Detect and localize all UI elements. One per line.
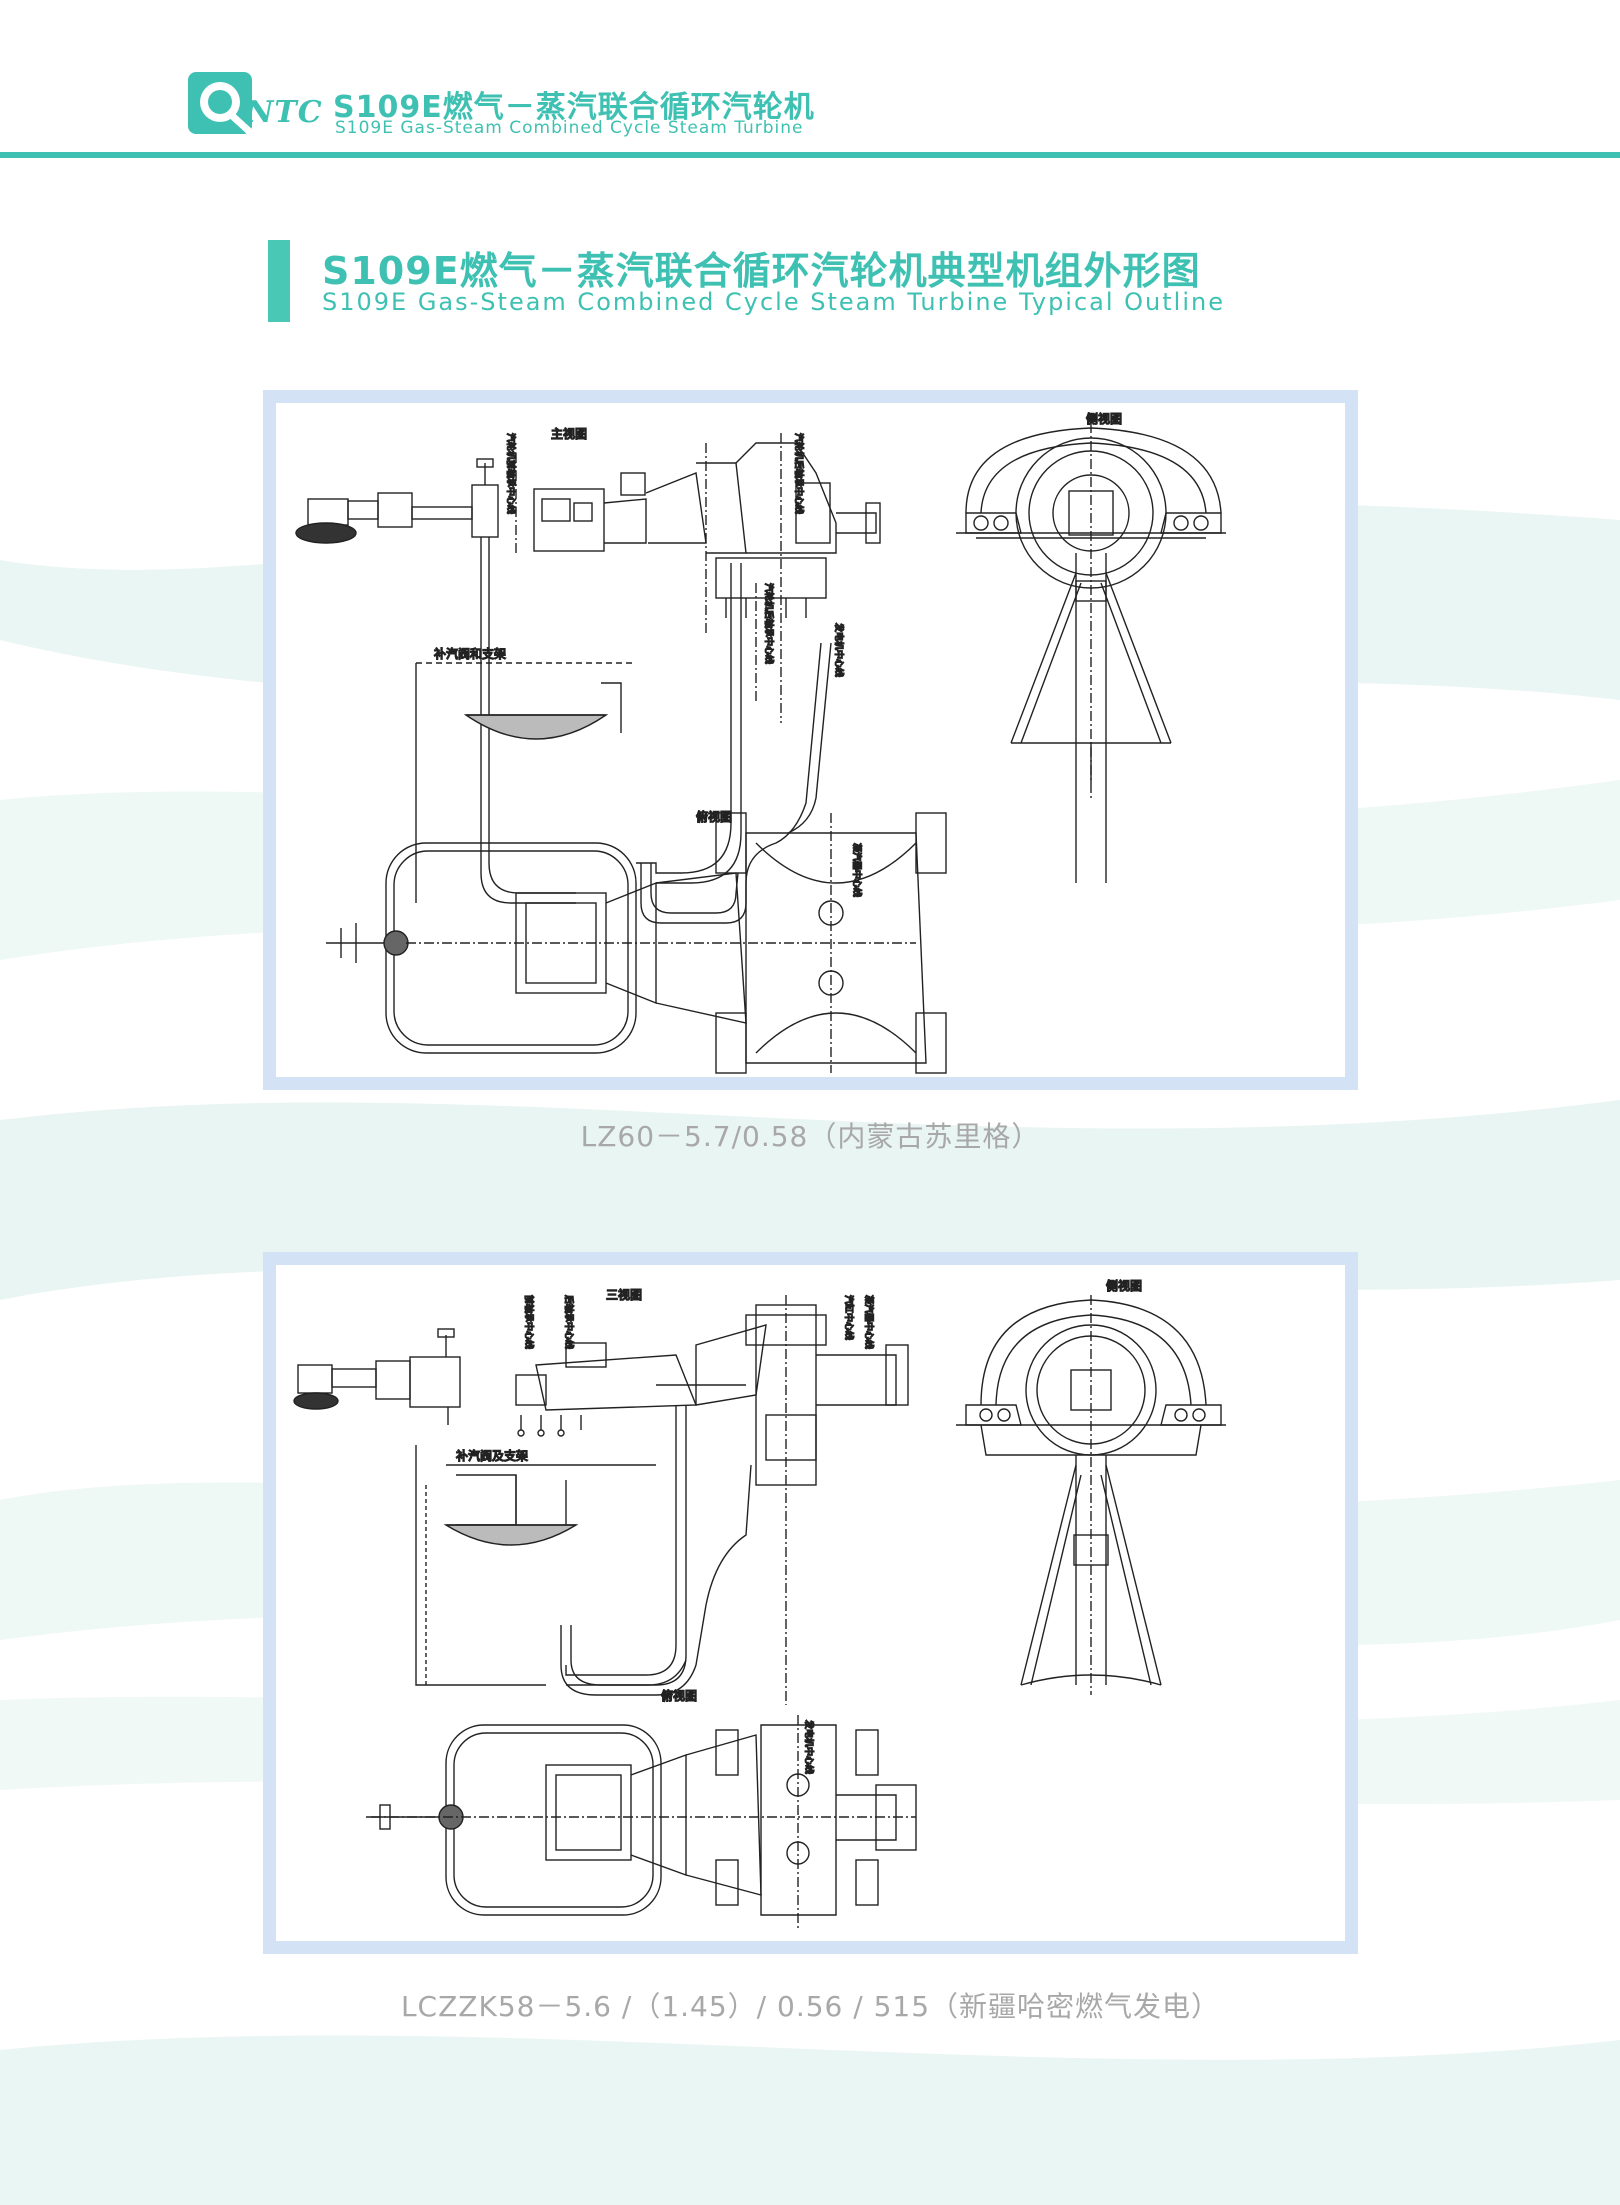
section-title-en: S109E Gas-Steam Combined Cycle Steam Tur… (322, 288, 1225, 316)
drawing-frame-1: 主视图 补汽阀和支架 汽轮机前轴承中心线 汽轮机后轴承中心线 发电机中心线 汽轮… (263, 390, 1358, 1090)
label-vertical-5: 凝汽器中心线 (851, 843, 863, 897)
top-view-1: 俯视图 凝汽器中心线 (326, 808, 947, 1074)
page-header: NTC S109E燃气－蒸汽联合循环汽轮机 S109E Gas-Steam Co… (0, 0, 1620, 170)
main-view-1: 主视图 补汽阀和支架 汽轮机前轴承中心线 汽轮机后轴承中心线 发电机中心线 汽轮… (295, 425, 881, 924)
label-vertical-2b: 后轴承中心线 (563, 1295, 575, 1349)
ntc-logo-icon (188, 72, 253, 135)
label-vertical-1: 汽轮机前轴承中心线 (505, 433, 517, 514)
outline-drawing-2: 三视图 补汽阀及支架 前轴承中心线 后轴承中心线 汽缸中心线 凝汽器中心线 侧视… (293, 1277, 1226, 1930)
label-vertical-3b: 汽缸中心线 (843, 1295, 855, 1340)
side-view-1: 侧视图 (956, 410, 1226, 883)
header-title-cn: S109E燃气－蒸汽联合循环汽轮机 (333, 90, 815, 125)
label-vertical-2: 汽轮机后轴承中心线 (793, 433, 805, 514)
label-side-view-2: 侧视图 (1106, 1278, 1142, 1293)
label-vertical-4b: 凝汽器中心线 (863, 1295, 875, 1349)
main-view-2: 三视图 补汽阀及支架 前轴承中心线 后轴承中心线 汽缸中心线 凝汽器中心线 (293, 1286, 909, 1705)
title-accent-bar (268, 240, 290, 322)
label-pipe-support-2: 补汽阀及支架 (456, 1448, 528, 1463)
label-top-view: 俯视图 (696, 809, 732, 824)
label-top-view-2: 俯视图 (661, 1688, 697, 1703)
drawing-caption-2: LCZZK58－5.6 /（1.45）/ 0.56 / 515（新疆哈密燃气发电… (400, 1990, 1221, 2023)
label-pipe-support: 补汽阀和支架 (434, 646, 506, 661)
drawing-caption-1: LZ60－5.7/0.58（内蒙古苏里格） (580, 1120, 1041, 1153)
label-vertical-5b: 发电机中心线 (803, 1720, 815, 1774)
header-rule (0, 152, 1620, 158)
label-vertical-4: 汽轮机后轴承中心线 (763, 583, 775, 664)
top-view-2: 俯视图 发电机中心线 (366, 1687, 917, 1930)
header-title-en: S109E Gas-Steam Combined Cycle Steam Tur… (335, 118, 804, 138)
outline-drawing-1: 主视图 补汽阀和支架 汽轮机前轴承中心线 汽轮机后轴承中心线 发电机中心线 汽轮… (295, 410, 1226, 1074)
section-title-cn: S109E燃气－蒸汽联合循环汽轮机典型机组外形图 (322, 249, 1201, 293)
label-vertical-1b: 前轴承中心线 (523, 1295, 535, 1349)
label-vertical-3: 发电机中心线 (833, 623, 845, 677)
logo-text: NTC (246, 95, 323, 130)
side-view-2: 侧视图 (956, 1277, 1226, 1695)
drawing-frame-2: 三视图 补汽阀及支架 前轴承中心线 后轴承中心线 汽缸中心线 凝汽器中心线 侧视… (263, 1252, 1358, 1954)
label-main-view-2: 三视图 (606, 1287, 642, 1302)
label-side-view: 侧视图 (1086, 411, 1122, 426)
label-main-view: 主视图 (551, 426, 587, 441)
